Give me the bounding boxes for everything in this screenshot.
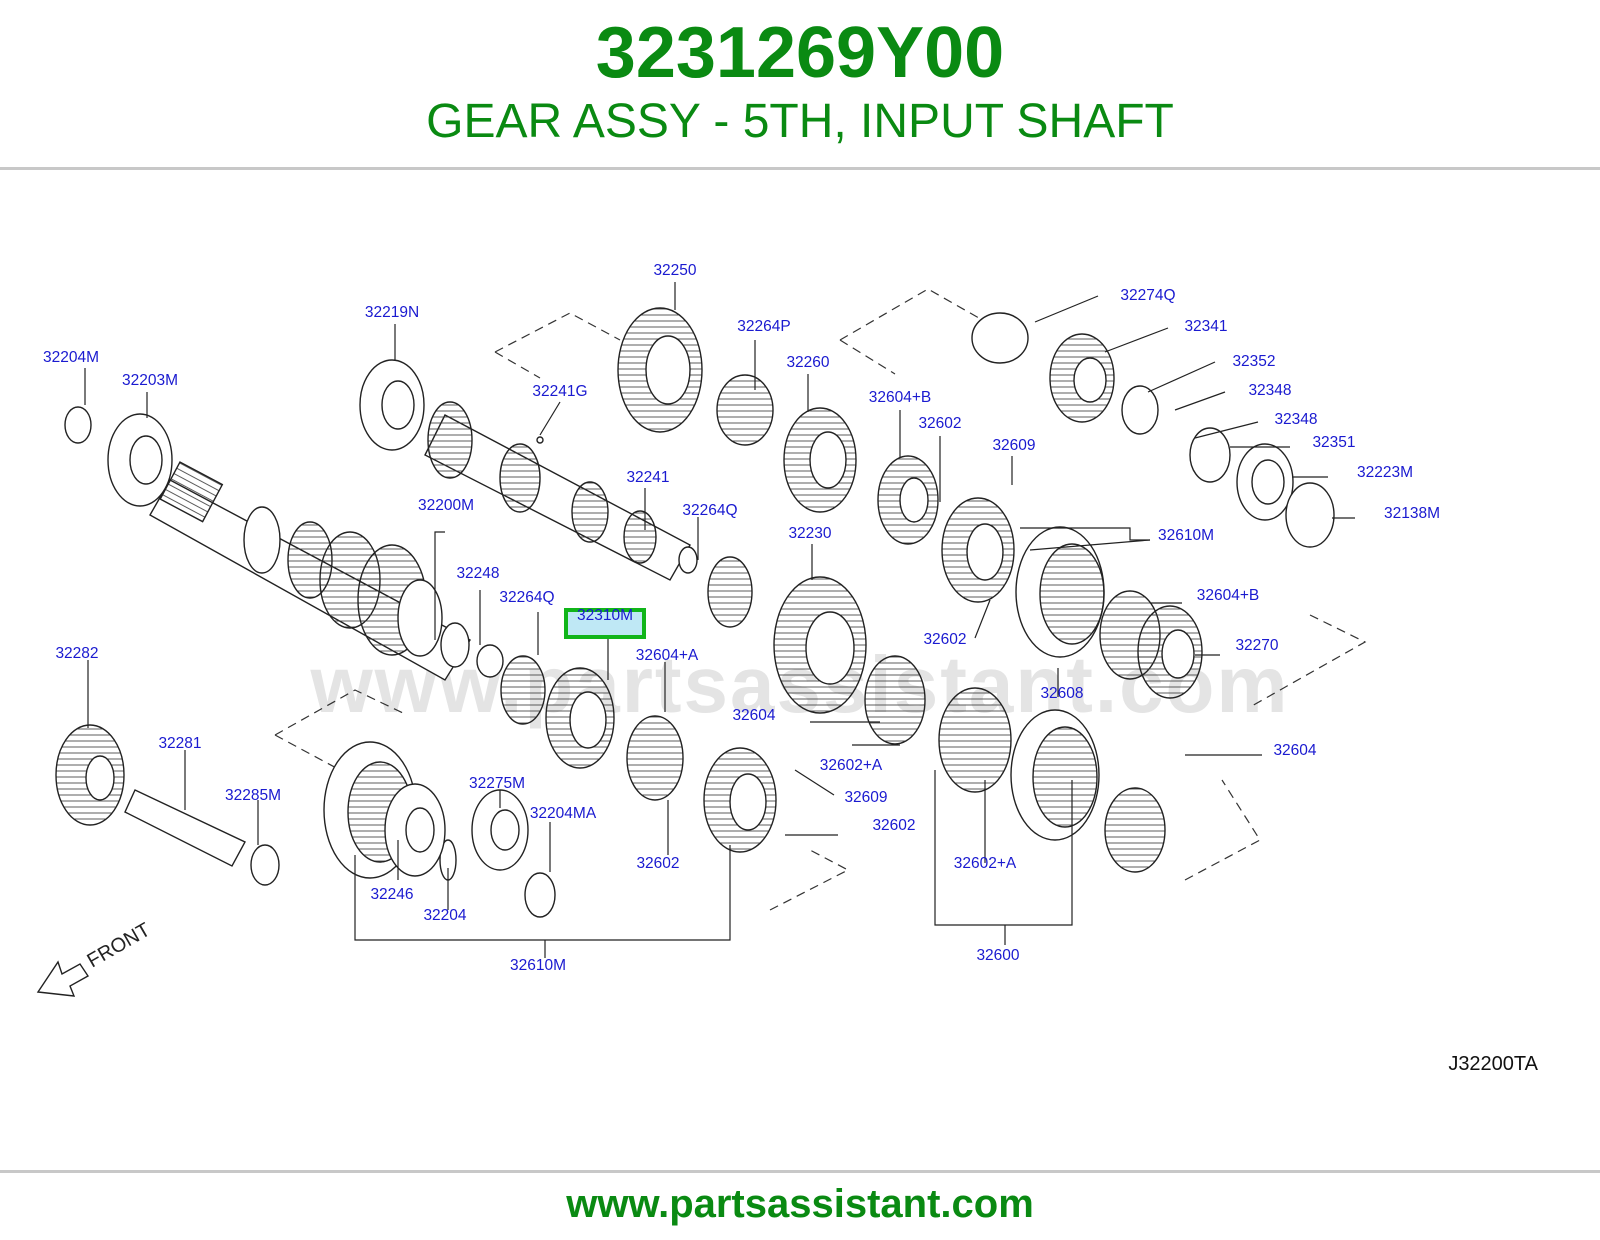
- part-title: GEAR ASSY - 5TH, INPUT SHAFT: [426, 95, 1174, 148]
- callout-label[interactable]: 32604: [732, 707, 775, 724]
- callout-label[interactable]: 32230: [788, 525, 831, 542]
- callout-label[interactable]: 32348: [1274, 411, 1317, 428]
- callout-labels: 32250 32264P 32274Q 32341 32219N 32352 32348 32…: [43, 262, 1440, 974]
- callout-label-highlighted[interactable]: 32310M: [577, 607, 633, 624]
- footer-url: www.partsassistant.com: [566, 1182, 1034, 1226]
- callout-label[interactable]: 32600: [976, 947, 1019, 964]
- callout-label[interactable]: 32351: [1312, 434, 1355, 451]
- header-divider: [0, 167, 1600, 170]
- gears: [55, 307, 1203, 879]
- callout-label[interactable]: 32282: [55, 645, 98, 662]
- callout-label[interactable]: 32285M: [225, 787, 281, 804]
- callout-label[interactable]: 32219N: [365, 304, 419, 321]
- callout-label[interactable]: 32602: [918, 415, 961, 432]
- highlighted-part-box: [564, 608, 646, 639]
- callout-label[interactable]: 32602+A: [954, 855, 1017, 872]
- counter-shaft-assembly: [424, 401, 698, 581]
- callout-label[interactable]: 32246: [370, 886, 413, 903]
- callout-label[interactable]: 32602: [636, 855, 679, 872]
- callout-label[interactable]: 32138M: [1384, 505, 1440, 522]
- callout-label[interactable]: 32203M: [122, 372, 178, 389]
- callout-label[interactable]: 32204M: [43, 349, 99, 366]
- callout-label[interactable]: 32341: [1184, 318, 1227, 335]
- callout-label[interactable]: 32270: [1235, 637, 1278, 654]
- callout-label[interactable]: 32281: [158, 735, 201, 752]
- callout-label[interactable]: 32604+B: [869, 389, 932, 406]
- callout-label[interactable]: 32608: [1040, 685, 1083, 702]
- callout-label[interactable]: 32352: [1232, 353, 1275, 370]
- callout-label[interactable]: 32609: [844, 789, 887, 806]
- front-arrow-icon: [36, 960, 90, 997]
- callout-label[interactable]: 32248: [456, 565, 499, 582]
- callout-label[interactable]: 32348: [1248, 382, 1291, 399]
- part-number: 3231269Y00: [595, 13, 1005, 93]
- callout-label[interactable]: 32204MA: [530, 805, 597, 822]
- callout-label[interactable]: 32264Q: [499, 589, 554, 606]
- page-header: 3231269Y00 GEAR ASSY - 5TH, INPUT SHAFT: [0, 0, 1600, 168]
- callout-label[interactable]: 32610M: [510, 957, 566, 974]
- callout-label[interactable]: 32274Q: [1120, 287, 1175, 304]
- callout-label[interactable]: 32250: [653, 262, 696, 279]
- main-shaft-assembly: [149, 461, 504, 681]
- callout-label[interactable]: 32241: [626, 469, 669, 486]
- callout-label[interactable]: 32609: [992, 437, 1035, 454]
- callout-label[interactable]: 32604+B: [1197, 587, 1260, 604]
- callout-label[interactable]: 32223M: [1357, 464, 1413, 481]
- callout-label[interactable]: 32260: [786, 354, 829, 371]
- diagram-code: J32200TA: [1448, 1053, 1538, 1075]
- callout-label[interactable]: 32204: [423, 907, 466, 924]
- exploded-parts-diagram: www.partsassistant.com: [36, 262, 1539, 1075]
- callout-label[interactable]: 32200M: [418, 497, 474, 514]
- callout-label[interactable]: 32264Q: [682, 502, 737, 519]
- front-label: FRONT: [84, 919, 155, 972]
- callout-label[interactable]: 32264P: [737, 318, 790, 335]
- callout-label[interactable]: 32241G: [532, 383, 587, 400]
- phantom-outlines: [274, 288, 1367, 911]
- bearings: [64, 312, 1335, 918]
- callout-label[interactable]: 32275M: [469, 775, 525, 792]
- callout-label[interactable]: 32602+A: [820, 757, 883, 774]
- leader-lines: [84, 282, 1355, 958]
- callout-label[interactable]: 32610M: [1158, 527, 1214, 544]
- footer-divider: [0, 1170, 1600, 1173]
- callout-label[interactable]: 32602: [923, 631, 966, 648]
- callout-label[interactable]: 32604: [1273, 742, 1316, 759]
- callout-label[interactable]: 32602: [872, 817, 915, 834]
- callout-label[interactable]: 32604+A: [636, 647, 699, 664]
